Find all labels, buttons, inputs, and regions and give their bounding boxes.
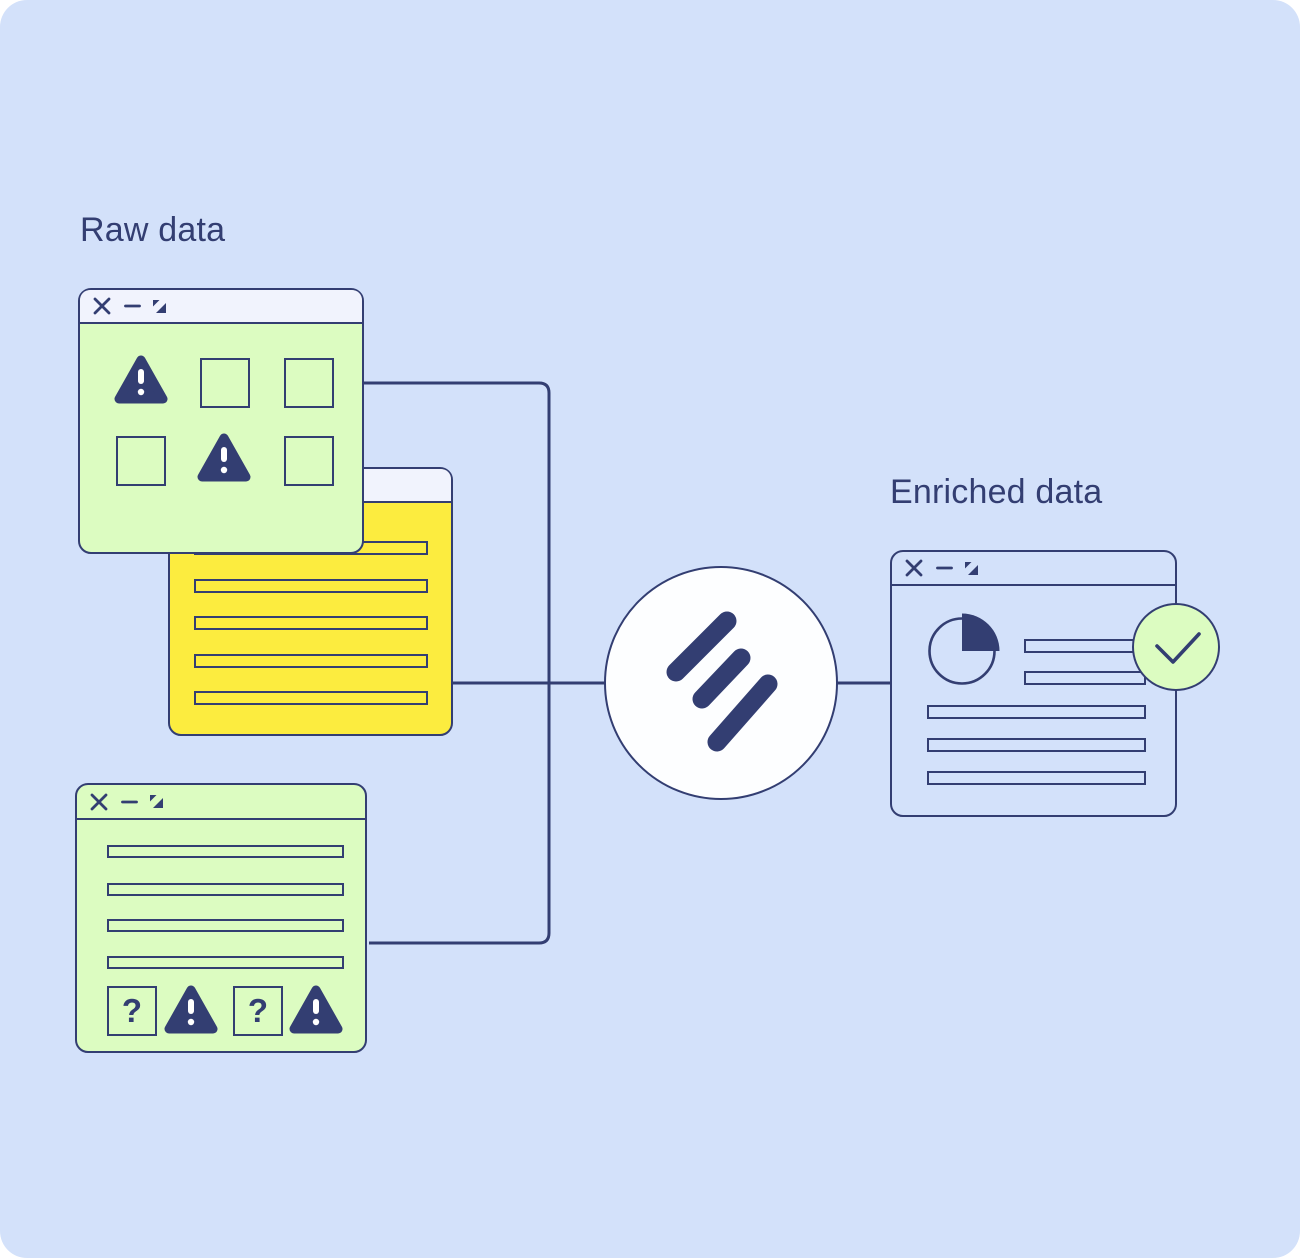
- text-placeholder-line: [927, 771, 1146, 785]
- warning-icon: [289, 985, 343, 1034]
- question-icon: ?: [233, 986, 283, 1036]
- minimize-icon: [124, 304, 141, 308]
- raw-data-window-errors: [78, 288, 364, 554]
- raw-data-label: Raw data: [80, 211, 226, 249]
- text-placeholder-line: [1024, 671, 1146, 685]
- minimize-icon: [121, 800, 138, 803]
- close-icon: [93, 297, 111, 315]
- text-placeholder-line: [107, 919, 344, 932]
- text-placeholder-line: [927, 705, 1146, 719]
- table-window-titlebar: [77, 785, 365, 820]
- close-icon: [905, 559, 923, 577]
- resize-icon: [150, 795, 163, 808]
- enriched-data-window: [890, 550, 1177, 817]
- data-pipeline-logo-circle: [604, 566, 838, 800]
- question-glyph: ?: [247, 992, 269, 1029]
- warning-icon: [197, 433, 251, 482]
- enriched-data-label: Enriched data: [890, 473, 1103, 511]
- pie-chart-icon: [928, 613, 1000, 685]
- resize-icon: [965, 561, 978, 575]
- text-placeholder-line: [194, 691, 428, 705]
- check-badge: [1132, 603, 1220, 691]
- resize-icon: [153, 299, 166, 313]
- question-glyph: ?: [121, 992, 143, 1029]
- data-cell-placeholder: [284, 358, 334, 408]
- text-placeholder-line: [194, 616, 428, 630]
- raw-data-window-table: ? ?: [75, 783, 367, 1053]
- close-icon: [90, 793, 108, 810]
- text-placeholder-line: [927, 738, 1146, 752]
- text-placeholder-line: [1024, 639, 1146, 653]
- check-mark-icon: [1155, 632, 1201, 664]
- warning-icon: [164, 985, 218, 1034]
- question-icon: ?: [107, 986, 157, 1036]
- minimize-icon: [936, 566, 953, 570]
- three-diagonal-bars-logo-icon: [666, 611, 778, 752]
- enriched-window-titlebar: [892, 552, 1175, 586]
- warning-icon: [114, 355, 168, 404]
- data-cell-placeholder: [200, 358, 250, 408]
- text-placeholder-line: [107, 883, 344, 896]
- data-cell-placeholder: [284, 436, 334, 486]
- errors-window-titlebar: [80, 290, 362, 324]
- text-placeholder-line: [107, 845, 344, 858]
- text-placeholder-line: [194, 579, 428, 593]
- data-cell-placeholder: [116, 436, 166, 486]
- text-placeholder-line: [107, 956, 344, 969]
- text-placeholder-line: [194, 654, 428, 668]
